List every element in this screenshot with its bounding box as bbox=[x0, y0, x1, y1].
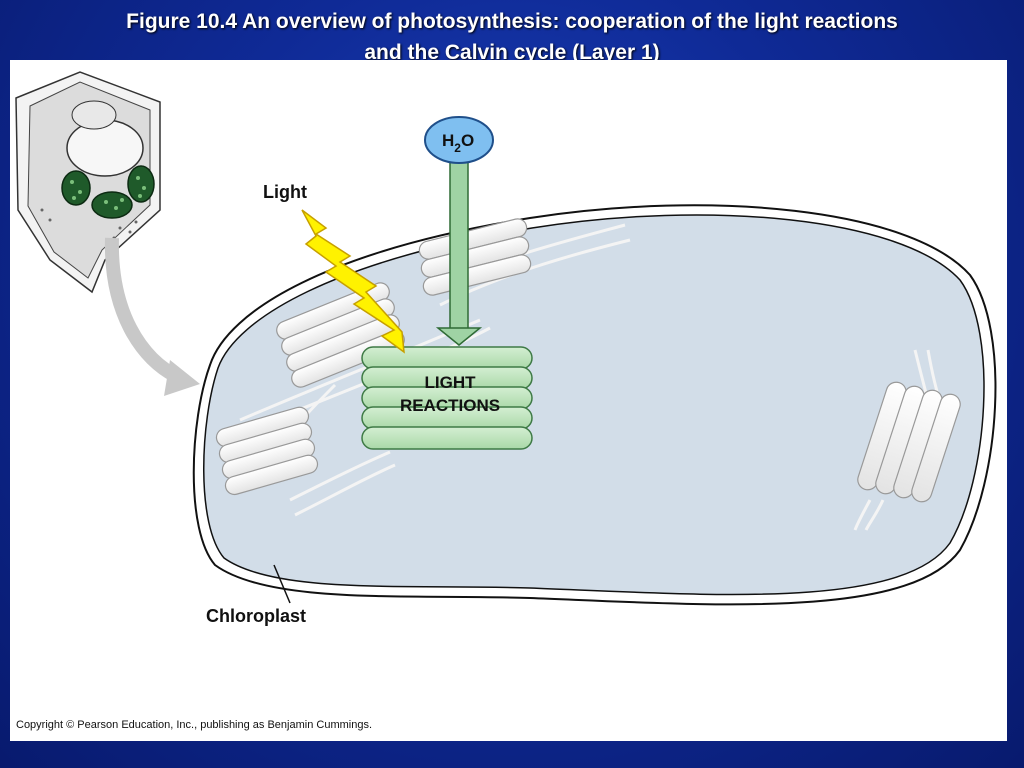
chloroplast-pointer bbox=[273, 564, 291, 604]
zoom-arrow bbox=[104, 237, 184, 385]
water-label-o: O bbox=[461, 131, 474, 150]
chloroplast-label: Chloroplast bbox=[206, 606, 306, 626]
figure-panel: LIGHT REACTIONS H2O Light Chloroplast Co… bbox=[10, 60, 1007, 741]
light-label: Light bbox=[263, 182, 307, 202]
slide-title: Figure 10.4 An overview of photosynthesi… bbox=[0, 6, 1024, 68]
slide-title-line-2: and the Calvin cycle (Layer 1) bbox=[364, 41, 660, 64]
copyright-notice: Copyright © Pearson Education, Inc., pub… bbox=[16, 719, 373, 731]
plant-cell-illustration bbox=[15, 71, 161, 294]
water-arrow-shaft bbox=[449, 159, 469, 331]
photosynthesis-diagram: LIGHT REACTIONS H2O Light Chloroplast bbox=[15, 71, 997, 626]
granum-right bbox=[853, 349, 961, 531]
light-reactions-label-line-2: REACTIONS bbox=[400, 396, 500, 415]
granum-lower-left bbox=[215, 383, 396, 517]
chloroplast-stroma bbox=[203, 214, 985, 596]
water-label: H2O bbox=[442, 131, 474, 155]
slide-title-line-1: Figure 10.4 An overview of photosynthesi… bbox=[126, 10, 898, 33]
light-reactions-granum bbox=[361, 346, 533, 450]
light-bolt-icon bbox=[301, 209, 405, 354]
water-label-subscript: 2 bbox=[454, 141, 461, 155]
light-reactions-label-line-1: LIGHT bbox=[425, 373, 477, 392]
water-molecule-circle bbox=[424, 116, 494, 164]
water-arrow-head bbox=[435, 327, 483, 346]
zoom-arrow-head bbox=[164, 360, 200, 396]
water-label-h: H bbox=[442, 131, 454, 150]
